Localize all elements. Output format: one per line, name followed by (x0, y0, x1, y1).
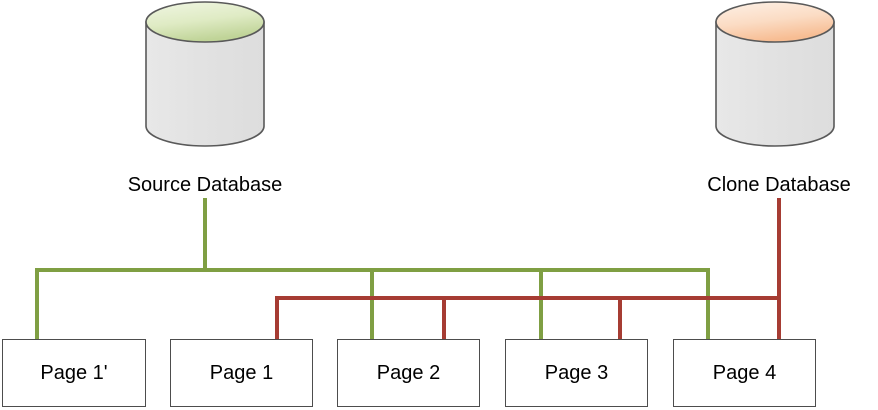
page-box-page-3[interactable]: Page 3 (505, 339, 648, 407)
page-box-label: Page 2 (376, 361, 441, 384)
page-box-label: Page 1 (209, 361, 274, 384)
page-box-label: Page 3 (544, 361, 609, 384)
source-cylinder-body (145, 21, 265, 147)
clone-cylinder-top (715, 1, 835, 43)
clone-database-cylinder[interactable] (715, 1, 835, 147)
source-cylinder-top (145, 1, 265, 43)
page-box-page-1[interactable]: Page 1 (170, 339, 313, 407)
clone-cylinder-body (715, 21, 835, 147)
source-connector-group (35, 198, 710, 341)
clone-connector-group (275, 198, 781, 341)
page-box-page-4[interactable]: Page 4 (673, 339, 816, 407)
page-box-page-2[interactable]: Page 2 (337, 339, 480, 407)
clone-database-label: Clone Database (707, 174, 851, 196)
source-database-label: Source Database (127, 174, 283, 196)
page-box-label: Page 4 (712, 361, 777, 384)
page-box-page-1-prime[interactable]: Page 1' (2, 339, 146, 407)
page-box-label: Page 1' (40, 361, 108, 384)
source-database-cylinder[interactable] (145, 1, 265, 147)
